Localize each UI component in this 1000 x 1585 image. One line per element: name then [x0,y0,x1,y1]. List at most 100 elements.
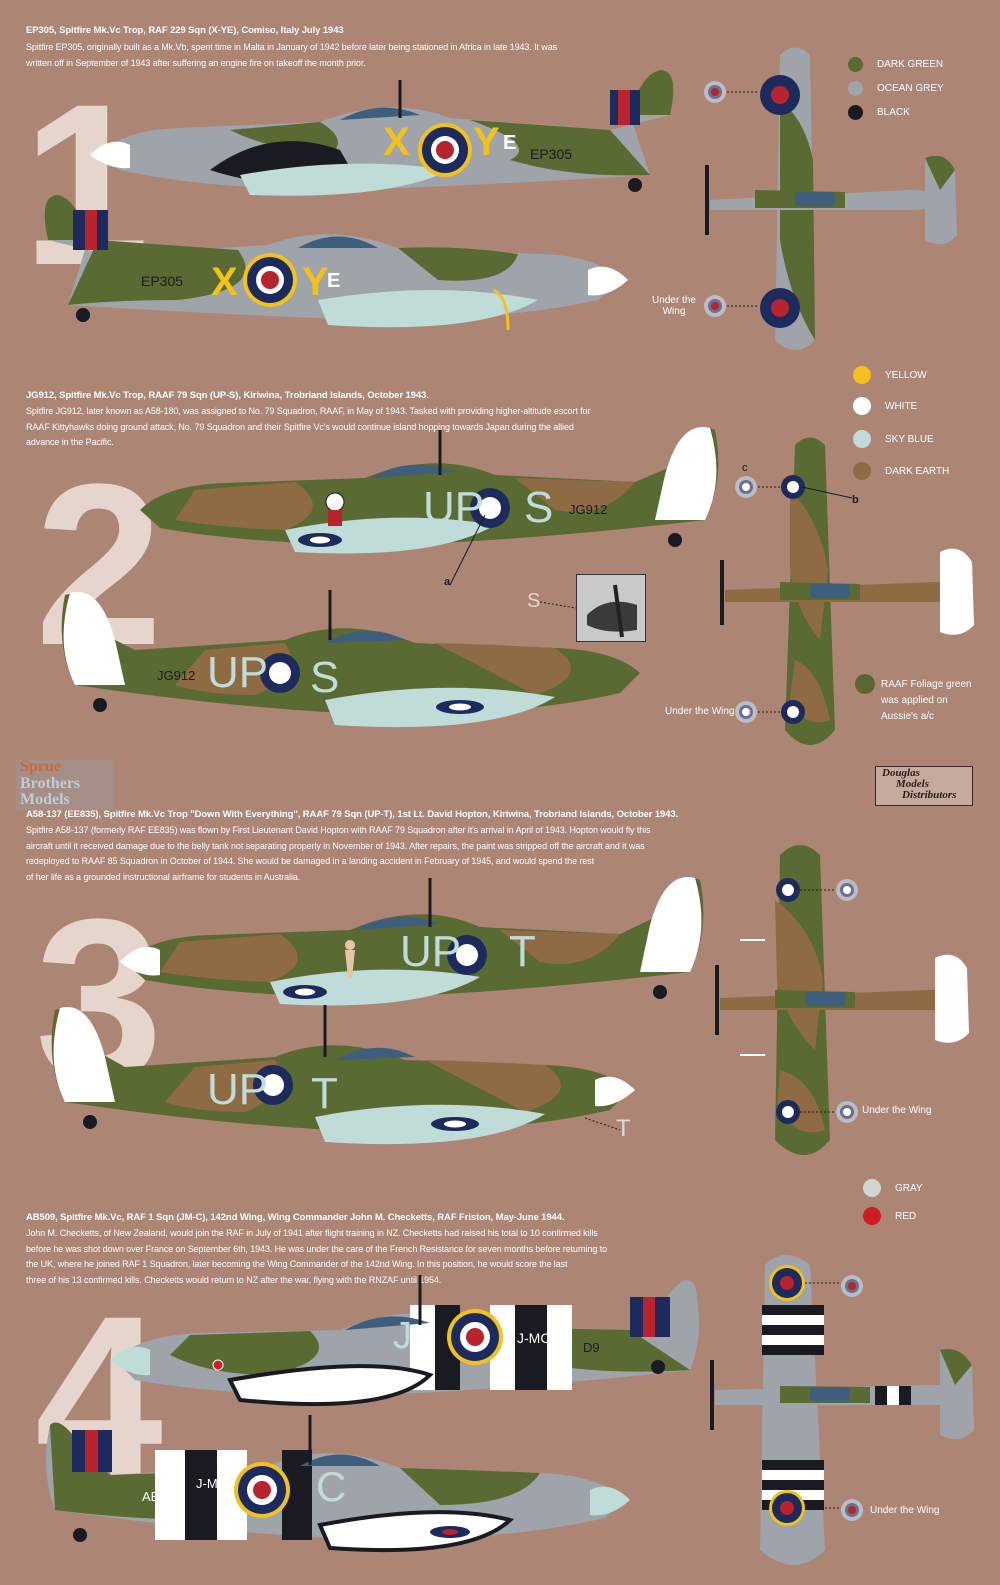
swatch-dot [863,1207,881,1225]
tail-white [53,1007,115,1102]
code-letters-up-2: UP [207,648,269,697]
code-letter-right-2: Y [302,260,329,304]
callout-c: c [742,462,748,474]
wing-camo [780,100,815,340]
spinner [595,1076,635,1107]
profile-1-title: EP305, Spitfire Mk.Vc Trop, RAF 229 Sqn … [26,25,344,36]
profile-2-title: JG912, Spitfire Mk.Vc Trop, RAAF 79 Sqn … [26,390,429,401]
canopy [335,1047,415,1060]
tailplane-white [940,548,974,635]
callout-a: a [444,576,451,588]
wing-underside [270,969,480,1006]
profile-2-description-line-1: Spitfire JG912, later known as A58-180, … [26,406,591,416]
camo-green-2 [400,1468,540,1505]
serial-number: EP305 [530,146,573,162]
camo-earth-2 [165,1060,281,1112]
nose-art-pinup [345,940,355,978]
wing-underside [240,163,450,196]
invasion-stripe-2 [185,1450,217,1540]
spitfire-2-top-view [720,437,974,745]
spitfire-1-left-profile [90,70,674,196]
wing-underside [318,290,538,328]
swatch-dot [853,462,871,480]
reference-photo [576,574,646,642]
wing-underside [315,1104,545,1145]
propeller [720,560,724,625]
swatch-dot [848,81,863,96]
code-letter-s: S [524,483,554,532]
spitfire-3-top-view [715,845,969,1155]
swatch-dot [853,430,871,448]
camo-earth-1 [425,1060,561,1112]
swatch-dot [853,397,871,415]
photo-content [577,575,645,641]
serial-jg912: JG912 [569,502,608,517]
legend-dark-earth: DARK EARTH [853,462,949,480]
under-the-wing-label-2: Under the Wing [665,706,735,717]
profile-3-title: A58-137 (EE835), Spitfire Mk.Vc Trop "Do… [26,809,679,820]
camo-green-2 [398,247,518,281]
camo-green-3 [630,70,674,115]
profile-4-title: AB509, Spitfire Mk.Vc, RAF 1 Sqn (JM-C),… [26,1212,565,1223]
sprue-brothers-logo: Sprue Brothers Models [16,758,114,810]
invasion-stripe-4 [515,1305,547,1390]
code-letter-small: E [503,132,517,154]
code-letter-j: J [393,1315,412,1357]
legend-dark-green: DARK GREEN [848,57,943,72]
wing-camo [775,900,823,1050]
swatch-dot [853,366,871,384]
legend-ocean-grey: OCEAN GREY [848,81,944,96]
canopy [298,236,378,248]
camo-earth-1 [435,643,571,695]
camo-green-1 [68,240,246,305]
camo-green-1 [170,1331,319,1375]
under-the-wing-label-3: Under the Wing [862,1105,932,1116]
wing-underside-stripes [227,1364,434,1407]
canopy [810,584,850,598]
code-letters-up: UP [423,483,485,532]
raaf-foliage-green-swatch [855,674,875,694]
wing-underside-stripes [317,1510,515,1553]
code-letter-left-2: X [211,260,238,304]
invasion-stripe-5 [547,1305,572,1390]
wing-camo [790,490,828,640]
initials-jmc: J-MC [517,1330,551,1346]
code-letter-left: X [383,120,410,164]
raaf-foliage-note: RAAF Foliage green was applied on Aussie… [881,679,972,722]
canopy [300,1454,380,1466]
profile-4-description: John M. Checketts, of New Zealand, would… [26,1226,676,1288]
canopy [355,916,440,930]
canopy [795,192,835,206]
spitfire-2-left-profile [140,426,719,586]
profile-3-description-line-2: aircraft until it received damage due to… [26,840,645,851]
tail-white [640,876,702,972]
spitfire-1-top-view [704,47,957,350]
douglas-models-logo: Douglas Models Distributors [875,766,973,806]
spinner [120,946,160,976]
code-letter-small-2: E [327,270,341,292]
canopy [325,630,405,643]
wing-underside [285,517,495,554]
spitfire-4-left-profile [110,1275,699,1407]
serial-jg912-2: JG912 [157,668,196,683]
spinner [110,1346,150,1376]
code-letter-s-2: S [310,653,340,702]
canopy [810,1387,850,1401]
profile-3-description: Spitfire A58-137 (formerly RAF EE835) wa… [26,823,706,885]
swatch-dot [863,1179,881,1197]
initials-jmc-2: J-MC [196,1476,228,1491]
propeller [710,1360,714,1430]
spinner [588,266,628,296]
profile-1-description-line-1: Spitfire EP305, originally built as a Mk… [26,42,558,52]
profile-4-description-line-3: the UK, where he joined RAF 1 Squadron, … [26,1259,568,1269]
spitfire-3-right-profile [51,1005,635,1145]
code-letters-up-3b: UP [207,1065,269,1114]
legend-yellow: YELLOW [853,366,927,384]
legend-gray: GRAY [863,1179,923,1197]
nose-art-down-with-everything [325,492,345,526]
swatch-dot [848,105,863,120]
code-letter-right: Y [473,120,500,164]
legend-sky-blue: SKY BLUE [853,430,934,448]
camo-earth-1 [160,934,298,982]
swatch-dot [848,57,863,72]
